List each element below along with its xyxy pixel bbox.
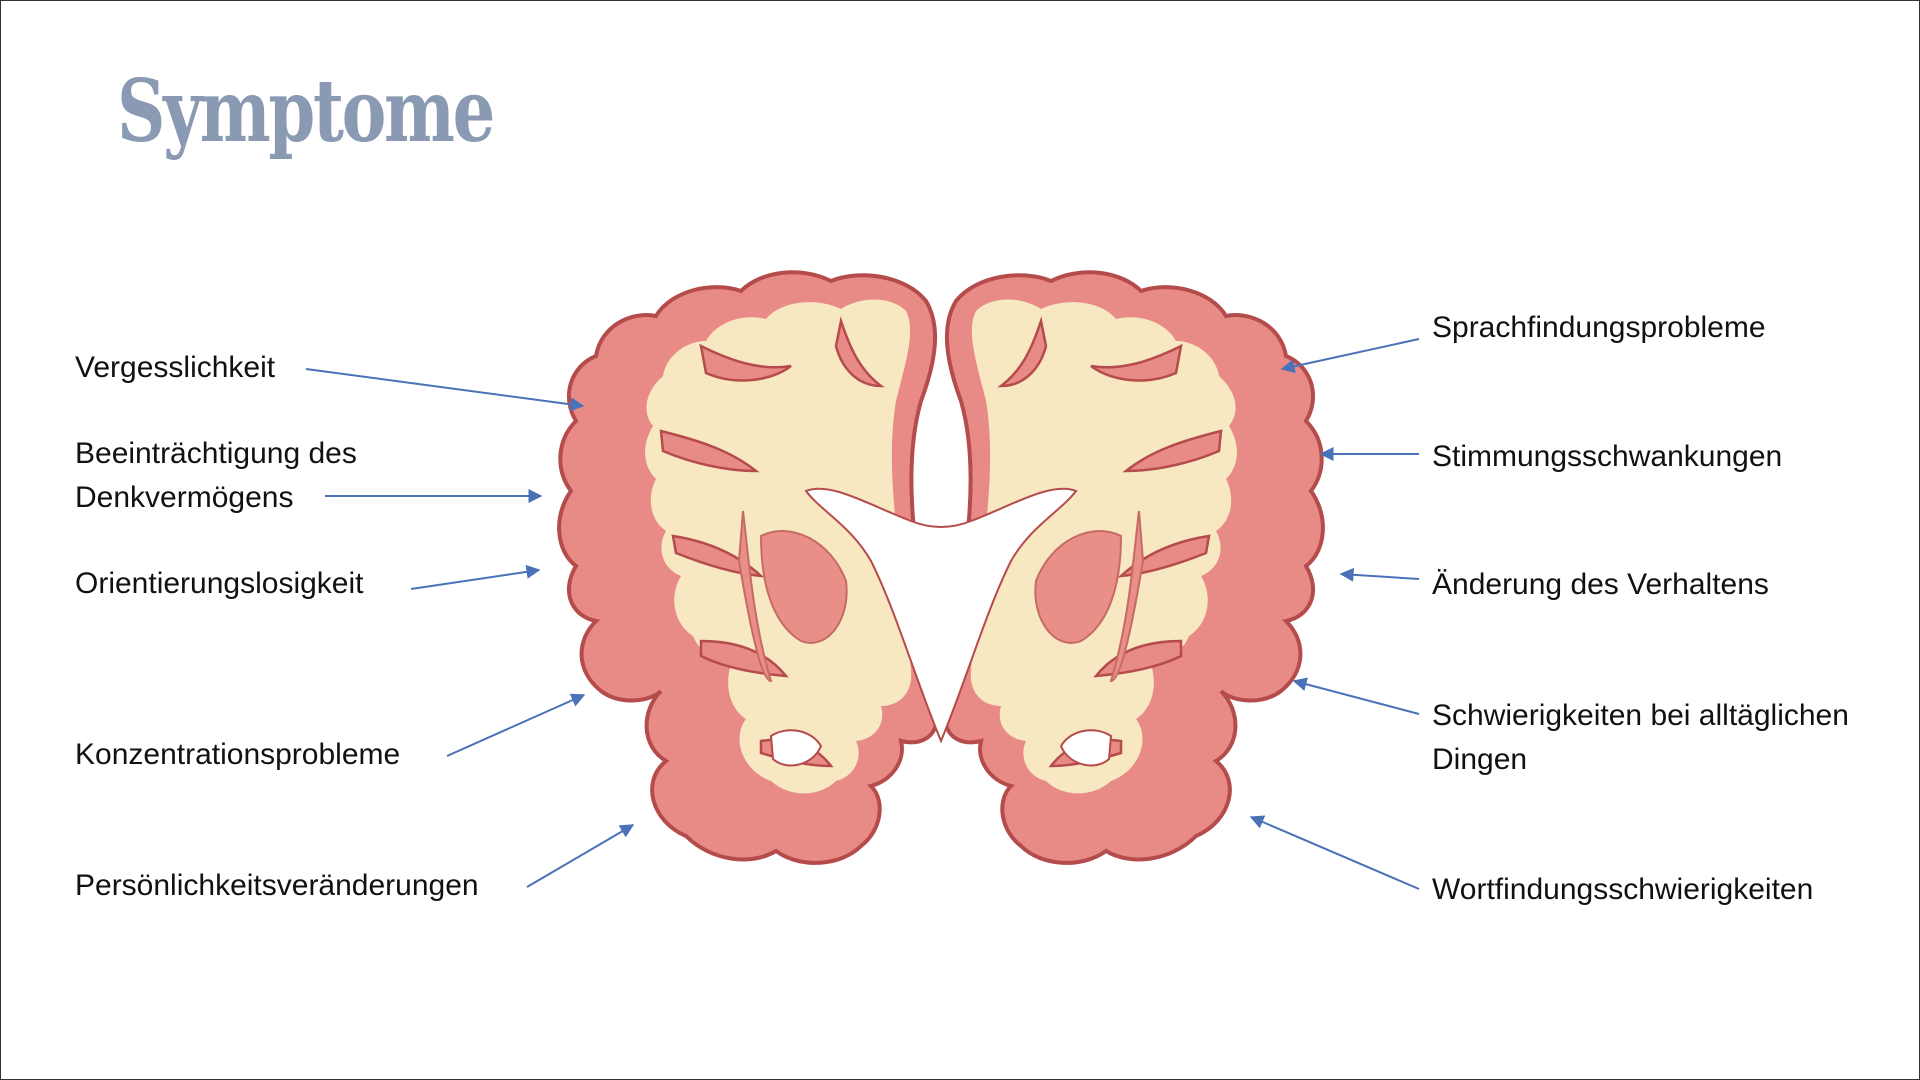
label-schwierigkeiten-alltag: Schwierigkeiten bei alltäglichen [1432,699,1849,732]
slide-title: Symptome [117,61,495,162]
label-sprachfindungsprobleme: Sprachfindungsprobleme [1432,311,1766,344]
inferior-horn-right [1059,729,1113,767]
deep-nuclei [737,510,1145,683]
label-aenderung-verhalten: Änderung des Verhaltens [1432,568,1769,601]
ventricles [804,487,1078,744]
label-stimmungsschwankungen: Stimmungsschwankungen [1432,440,1783,473]
label-beeintraechtigung: Beeinträchtigung des [75,437,357,470]
arrow-verhalten [1339,567,1420,582]
brain-illustration [557,270,1325,865]
label-orientierungslosigkeit: Orientierungslosigkeit [75,567,364,600]
arrow-konzentrationsprobleme [446,693,586,757]
label-denkvermoegens: Denkvermögens [75,481,294,514]
inferior-horn-left [769,729,823,767]
label-konzentrationsprobleme: Konzentrationsprobleme [75,738,401,771]
arrow-vergesslichkeit [305,368,585,412]
label-persoenlichkeitsveraenderungen: Persönlichkeitsveränderungen [75,869,479,902]
arrows-left [305,368,635,888]
arrow-wortfindung [1249,815,1420,890]
arrow-persoenlichkeit [526,824,635,888]
arrows-right [1249,338,1420,890]
arrow-alltag [1292,677,1420,715]
arrow-orientierungslosigkeit [410,564,541,590]
label-dingen: Dingen [1432,743,1528,776]
label-vergesslichkeit: Vergesslichkeit [75,351,276,384]
label-wortfindungsschwierigkeiten: Wortfindungsschwierigkeiten [1432,873,1814,906]
arrow-sprachfindung [1280,338,1420,374]
